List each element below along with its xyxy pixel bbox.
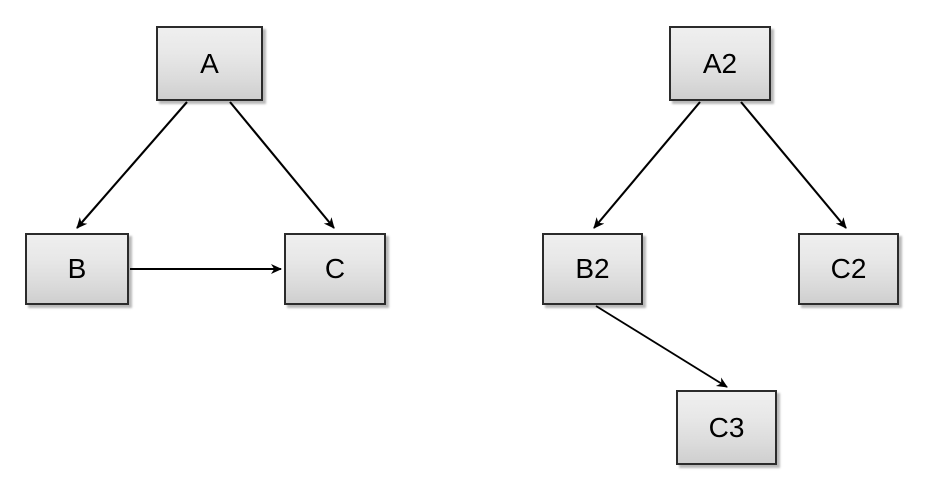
node-c2-label: C2 [830,253,867,284]
node-b2-label: B2 [575,253,610,284]
node-b2[interactable]: B2 [542,233,643,305]
node-a[interactable]: A [156,26,263,101]
node-c2[interactable]: C2 [798,233,899,305]
node-c-label: C [324,253,346,284]
node-a2-label: A2 [702,47,738,79]
edge-a2-to-c2[interactable] [740,101,847,229]
edge-a-to-c[interactable] [229,101,335,229]
node-c3-label: C3 [708,411,745,443]
edge-a-to-b[interactable] [76,101,188,229]
node-b-label: B [67,253,87,284]
edge-a2-to-b2[interactable] [593,101,701,229]
node-a-label: A [200,47,219,79]
node-c[interactable]: C [284,233,386,305]
node-a2[interactable]: A2 [669,26,771,101]
node-b[interactable]: B [25,233,129,305]
edge-b2-to-c3[interactable] [595,305,728,388]
node-c3[interactable]: C3 [676,390,777,465]
